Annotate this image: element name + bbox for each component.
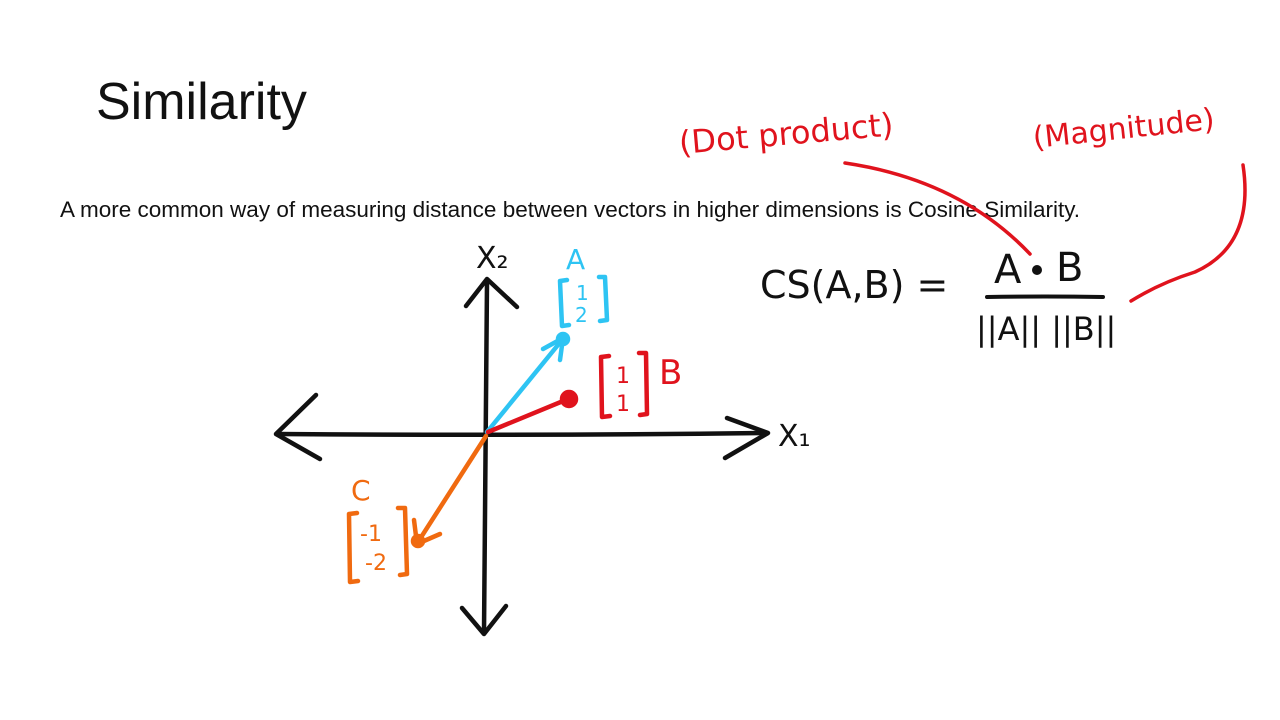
vector-a-component-1: 1 (576, 281, 589, 305)
vector-b-component-2: 1 (616, 392, 630, 417)
vector-b-tip-dot (559, 389, 579, 409)
formula-fraction-bar (985, 294, 1105, 299)
formula-dot-operator (1032, 265, 1042, 275)
y-axis-arrowhead-down (459, 603, 509, 637)
vector-b-label: B (659, 353, 682, 393)
y-axis-line (481, 279, 490, 635)
coordinate-axes (273, 276, 771, 637)
vector-a-component-2: 2 (575, 303, 588, 327)
vector-c-bracket-left (346, 510, 361, 585)
slide-title: Similarity (96, 73, 307, 131)
vector-c-arrow (415, 433, 489, 545)
annotation-pointers (843, 161, 1247, 303)
y-axis-label: X₂ (476, 241, 509, 276)
magnitude-pointer-line (1129, 163, 1247, 303)
vector-c (346, 433, 489, 585)
x-axis-arrowhead-right (722, 415, 771, 461)
vector-b (485, 350, 650, 435)
vector-c-bracket-right (395, 505, 410, 578)
x-axis-line (275, 430, 768, 438)
formula-numerator-b: B (1056, 245, 1083, 291)
vector-a-label: A (566, 243, 585, 276)
vector-a (484, 274, 610, 435)
vector-c-component-2: -2 (365, 551, 387, 576)
x-axis-label: X₁ (778, 419, 811, 454)
dot-product-pointer-line (843, 161, 1032, 256)
vector-c-tip-dot (410, 533, 426, 549)
y-axis-arrowhead-up (463, 276, 520, 310)
formula-lhs: CS(A,B) = (760, 263, 948, 307)
vector-b-arrow (485, 396, 571, 435)
vector-a-arrow (484, 337, 565, 435)
vector-a-tip-dot (555, 331, 571, 347)
annotation-magnitude: (Magnitude) (1031, 102, 1216, 156)
vector-c-component-1: -1 (360, 522, 382, 547)
x-axis-arrowhead-left (273, 392, 323, 462)
vector-b-bracket-left (598, 353, 613, 420)
vector-b-component-1: 1 (616, 364, 630, 389)
vector-a-bracket-left (557, 277, 572, 329)
annotation-dot-product: (Dot product) (677, 105, 894, 162)
vector-a-bracket-right (596, 274, 610, 324)
vector-b-bracket-right (636, 350, 650, 418)
formula-numerator-a: A (994, 247, 1022, 293)
slide-subtitle: A more common way of measuring distance … (60, 197, 1081, 222)
formula-denominator: ||A|| ||B|| (976, 310, 1116, 348)
vector-c-label: C (351, 474, 371, 507)
